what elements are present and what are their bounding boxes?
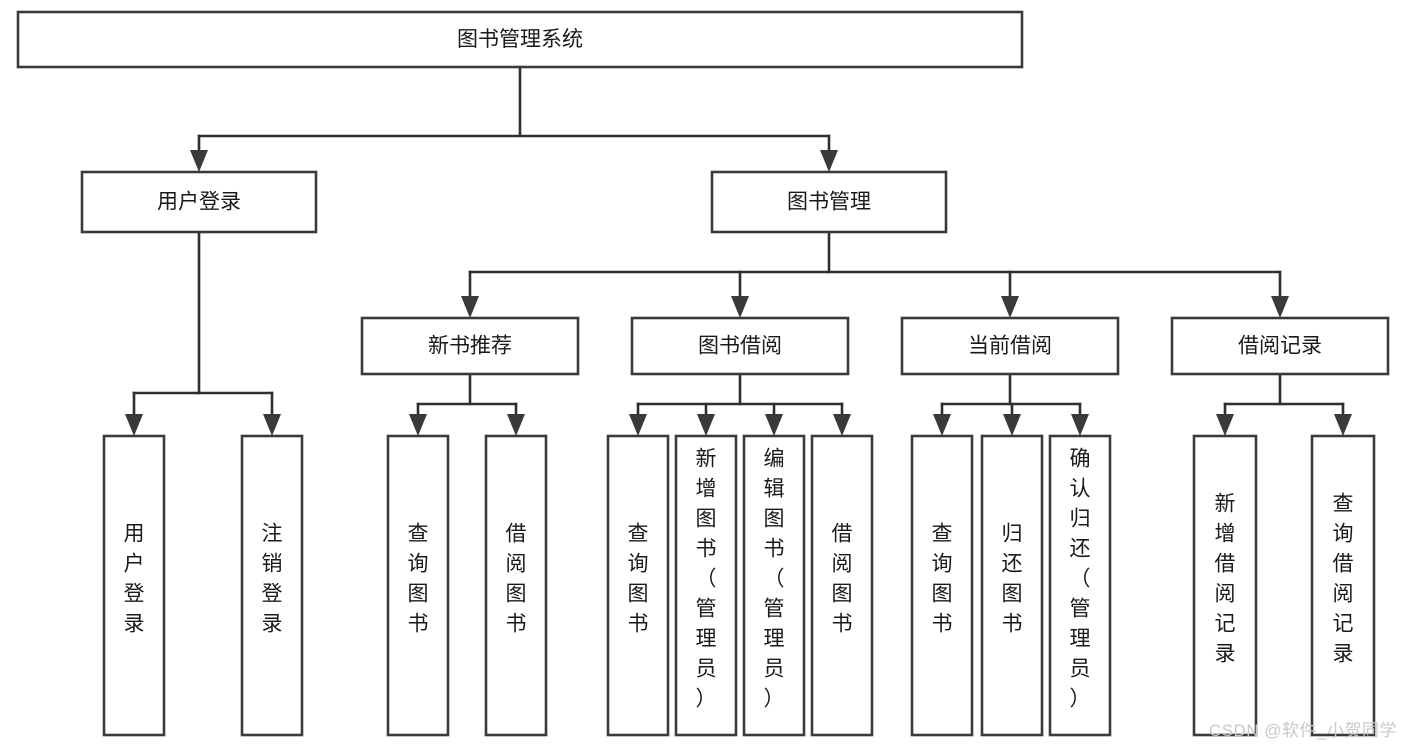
node-label-book-borrow: 图书借阅 bbox=[698, 335, 782, 358]
arrow-head-icon bbox=[697, 414, 715, 436]
node-label-leaf-user-login: 用户登录 bbox=[124, 523, 145, 636]
node-label-user-login: 用户登录 bbox=[157, 191, 241, 214]
node-leaf-add-borrow-record[interactable]: 新增借阅记录 bbox=[1192, 434, 1258, 737]
arrow-head-icon bbox=[820, 150, 838, 172]
node-leaf-edit-book[interactable]: 编辑图书（管理员） bbox=[742, 434, 806, 737]
node-leaf-query-borrow-record[interactable]: 查询借阅记录 bbox=[1310, 434, 1376, 737]
arrow-head-icon bbox=[731, 296, 749, 318]
arrow-head-icon bbox=[765, 414, 783, 436]
arrow-head-icon bbox=[1071, 414, 1089, 436]
node-leaf-borrow-book-1[interactable]: 借阅图书 bbox=[484, 434, 548, 737]
node-box-leaf-query-book-1[interactable] bbox=[386, 434, 450, 737]
node-label-leaf-query-borrow-record: 查询借阅记录 bbox=[1333, 493, 1354, 666]
node-label-leaf-borrow-book-1: 借阅图书 bbox=[506, 523, 527, 636]
node-borrow-record[interactable]: 借阅记录 bbox=[1170, 316, 1390, 376]
node-leaf-user-login[interactable]: 用户登录 bbox=[102, 434, 166, 737]
node-box-new-book-recommend[interactable] bbox=[360, 316, 580, 376]
node-leaf-logout-login[interactable]: 注销登录 bbox=[240, 434, 304, 737]
node-label-leaf-edit-book: 编辑图书（管理员） bbox=[764, 448, 785, 711]
node-label-root: 图书管理系统 bbox=[457, 28, 583, 51]
node-label-new-book-recommend: 新书推荐 bbox=[428, 335, 512, 358]
arrow-head-icon bbox=[629, 414, 647, 436]
node-label-leaf-confirm-return: 确认归还（管理员） bbox=[1070, 448, 1091, 711]
arrow-head-icon bbox=[1271, 296, 1289, 318]
node-box-root[interactable] bbox=[16, 10, 1024, 69]
node-leaf-add-book[interactable]: 新增图书（管理员） bbox=[674, 434, 738, 737]
node-root[interactable]: 图书管理系统 bbox=[16, 10, 1024, 69]
arrow-head-icon bbox=[1001, 296, 1019, 318]
node-box-book-borrow[interactable] bbox=[630, 316, 850, 376]
node-label-leaf-return-book: 归还图书 bbox=[1002, 523, 1023, 636]
node-box-leaf-query-borrow-record[interactable] bbox=[1310, 434, 1376, 737]
node-label-leaf-add-borrow-record: 新增借阅记录 bbox=[1215, 493, 1236, 666]
node-box-current-borrow[interactable] bbox=[900, 316, 1120, 376]
node-label-leaf-add-book: 新增图书（管理员） bbox=[696, 448, 717, 711]
node-leaf-return-book[interactable]: 归还图书 bbox=[980, 434, 1044, 737]
node-leaf-query-book-3[interactable]: 查询图书 bbox=[910, 434, 974, 737]
node-box-leaf-confirm-return[interactable] bbox=[1048, 434, 1112, 737]
node-leaf-confirm-return[interactable]: 确认归还（管理员） bbox=[1048, 434, 1112, 737]
arrow-head-icon bbox=[507, 414, 525, 436]
node-current-borrow[interactable]: 当前借阅 bbox=[900, 316, 1120, 376]
node-box-leaf-return-book[interactable] bbox=[980, 434, 1044, 737]
node-user-login[interactable]: 用户登录 bbox=[80, 170, 318, 234]
arrow-head-icon bbox=[933, 414, 951, 436]
node-label-borrow-record: 借阅记录 bbox=[1238, 335, 1322, 358]
node-label-leaf-query-book-3: 查询图书 bbox=[932, 523, 953, 636]
arrow-head-icon bbox=[833, 414, 851, 436]
node-box-leaf-query-book-2[interactable] bbox=[606, 434, 670, 737]
node-box-leaf-borrow-book-2[interactable] bbox=[810, 434, 874, 737]
node-box-leaf-logout-login[interactable] bbox=[240, 434, 304, 737]
node-box-leaf-borrow-book-1[interactable] bbox=[484, 434, 548, 737]
nodes-layer: 图书管理系统用户登录图书管理新书推荐图书借阅当前借阅借阅记录用户登录注销登录查询… bbox=[16, 10, 1390, 737]
node-leaf-borrow-book-2[interactable]: 借阅图书 bbox=[810, 434, 874, 737]
node-leaf-query-book-1[interactable]: 查询图书 bbox=[386, 434, 450, 737]
arrow-head-icon bbox=[263, 414, 281, 436]
node-new-book-recommend[interactable]: 新书推荐 bbox=[360, 316, 580, 376]
node-label-leaf-query-book-2: 查询图书 bbox=[628, 523, 649, 636]
node-box-leaf-user-login[interactable] bbox=[102, 434, 166, 737]
node-box-leaf-edit-book[interactable] bbox=[742, 434, 806, 737]
arrow-head-icon bbox=[125, 414, 143, 436]
arrow-head-icon bbox=[1003, 414, 1021, 436]
node-label-leaf-borrow-book-2: 借阅图书 bbox=[832, 523, 853, 636]
arrow-head-icon bbox=[1216, 414, 1234, 436]
node-box-leaf-add-book[interactable] bbox=[674, 434, 738, 737]
node-box-book-manage[interactable] bbox=[710, 170, 948, 234]
arrow-head-icon bbox=[1334, 414, 1352, 436]
node-label-leaf-logout-login: 注销登录 bbox=[262, 523, 283, 636]
node-book-manage[interactable]: 图书管理 bbox=[710, 170, 948, 234]
node-leaf-query-book-2[interactable]: 查询图书 bbox=[606, 434, 670, 737]
arrow-head-icon bbox=[461, 296, 479, 318]
node-book-borrow[interactable]: 图书借阅 bbox=[630, 316, 850, 376]
arrow-head-icon bbox=[190, 150, 208, 172]
node-box-leaf-query-book-3[interactable] bbox=[910, 434, 974, 737]
connector-lines-layer bbox=[125, 65, 1352, 436]
node-label-book-manage: 图书管理 bbox=[787, 191, 871, 214]
watermark-text: CSDN @软件_小贺同学 bbox=[1208, 721, 1397, 740]
node-label-current-borrow: 当前借阅 bbox=[968, 335, 1052, 358]
node-label-leaf-query-book-1: 查询图书 bbox=[408, 523, 429, 636]
arrow-head-icon bbox=[409, 414, 427, 436]
node-box-leaf-add-borrow-record[interactable] bbox=[1192, 434, 1258, 737]
node-box-user-login[interactable] bbox=[80, 170, 318, 234]
node-box-borrow-record[interactable] bbox=[1170, 316, 1390, 376]
